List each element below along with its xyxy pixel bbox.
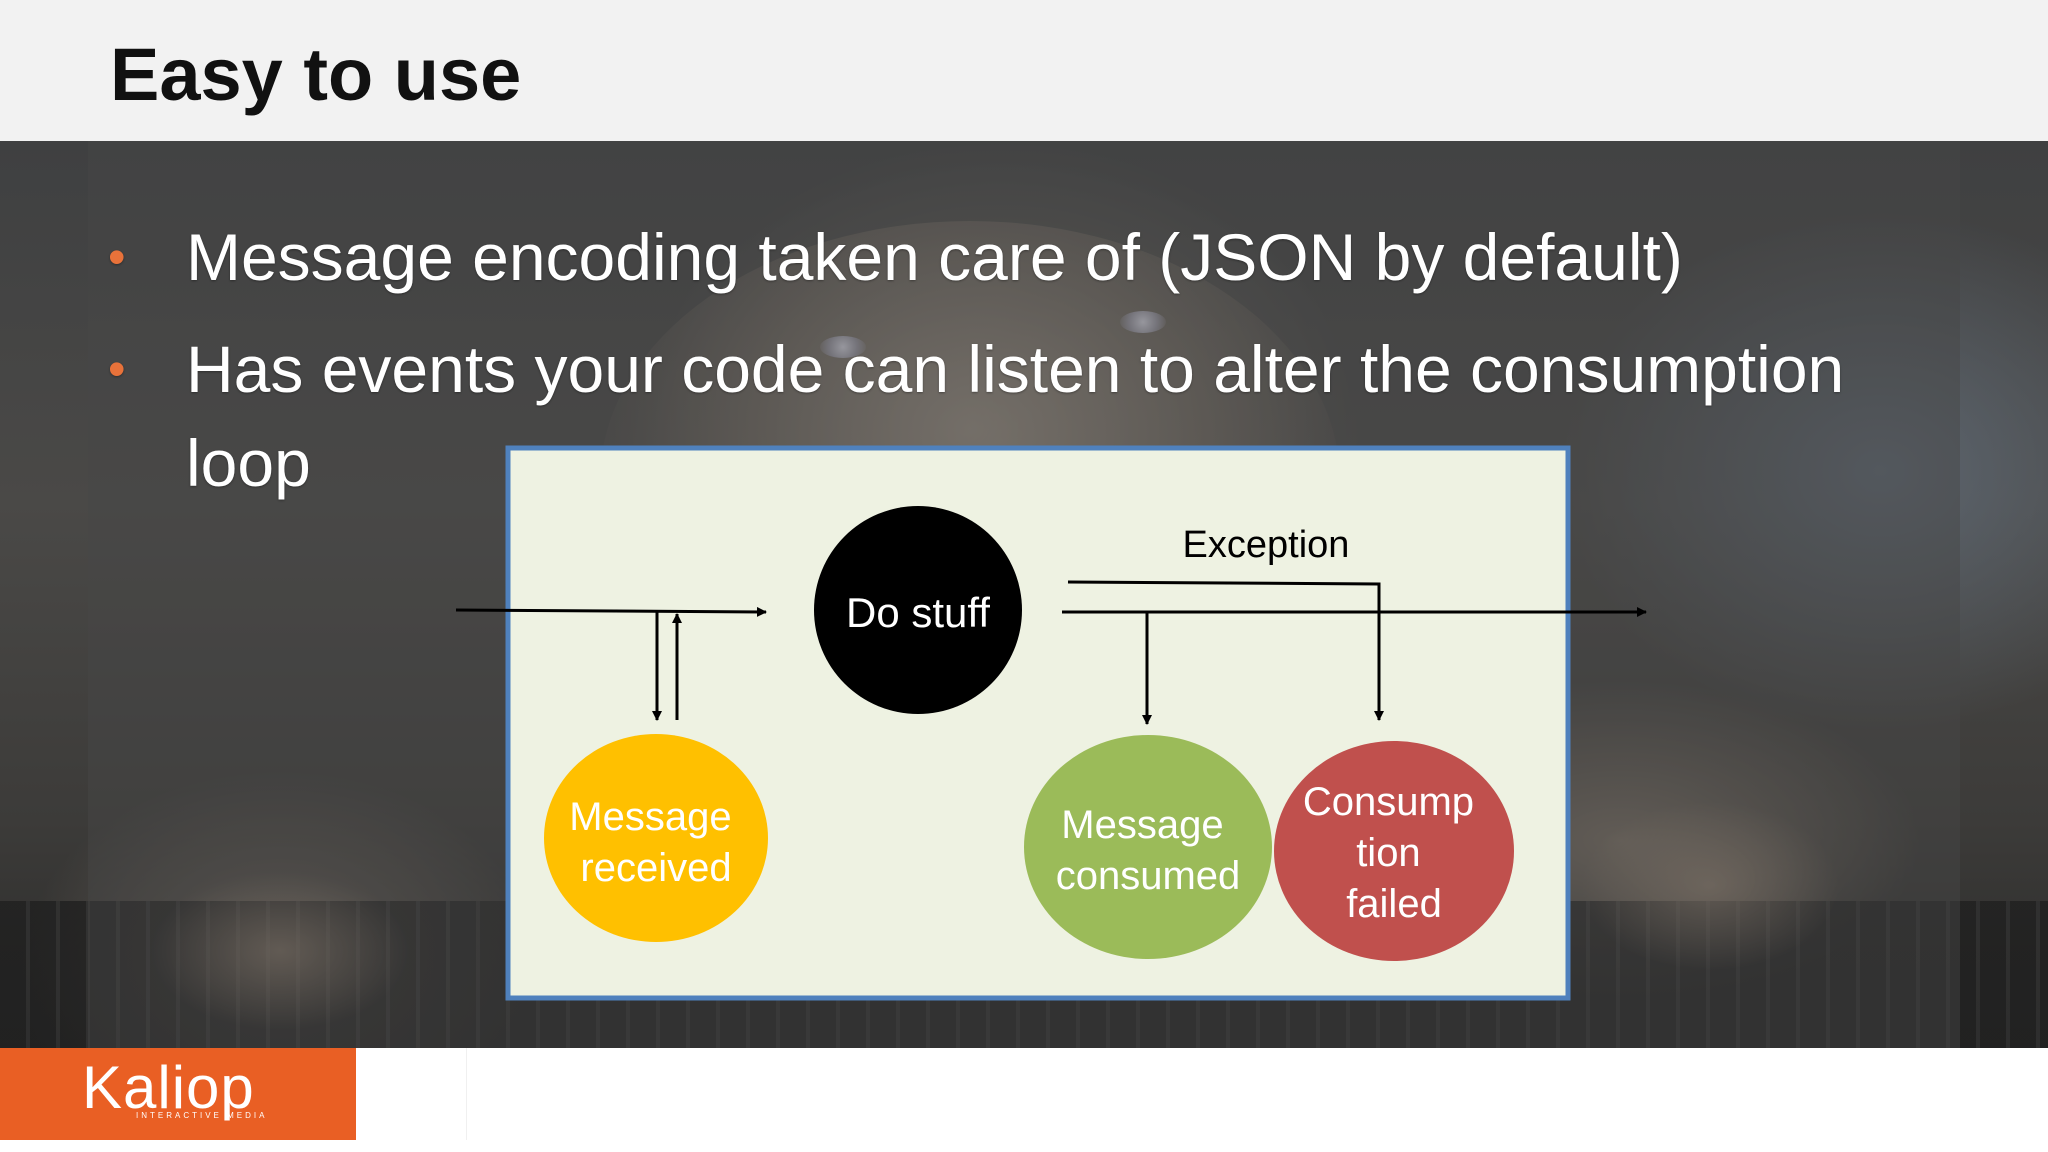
node-consumption-failed bbox=[1274, 741, 1514, 961]
bullet-text: Message encoding taken care of (JSON by … bbox=[186, 220, 1683, 294]
bullet-item: • Has events your code can listen to alt… bbox=[108, 322, 1928, 510]
dog-eye-left bbox=[820, 336, 866, 358]
slide-title: Easy to use bbox=[110, 33, 522, 116]
bullet-dot-icon: • bbox=[108, 341, 126, 397]
node-do-stuff-label: Do stuff bbox=[846, 589, 990, 636]
bullet-text: Has events your code can listen to alter… bbox=[186, 332, 1845, 500]
node-message-consumed bbox=[1024, 735, 1272, 959]
bullet-dot-icon: • bbox=[108, 229, 126, 285]
node-consumption-failed-label: Consump tion failed bbox=[1303, 780, 1485, 926]
dog-paw-left bbox=[150, 871, 410, 1031]
kaliop-logo: Kaliop bbox=[82, 1054, 255, 1121]
title-bar: Easy to use bbox=[0, 0, 2048, 141]
node-message-received bbox=[544, 734, 768, 942]
dog-eye-right bbox=[1120, 311, 1166, 333]
node-message-received-label: Message received bbox=[569, 795, 742, 890]
exception-label: Exception bbox=[1183, 524, 1350, 566]
logo-box bbox=[0, 1048, 356, 1140]
logo-tagline: INTERACTIVE MEDIA bbox=[136, 1111, 268, 1120]
dog-paw-right bbox=[1580, 801, 1840, 971]
footer-divider bbox=[466, 1048, 467, 1140]
exception-arrow bbox=[1067, 580, 1384, 721]
bullet-list: • Message encoding taken care of (JSON b… bbox=[108, 210, 1928, 528]
flow-arrow-in bbox=[455, 606, 767, 617]
node-message-consumed-label: Message consumed bbox=[1056, 803, 1241, 898]
bullet-item: • Message encoding taken care of (JSON b… bbox=[108, 210, 1928, 304]
node-do-stuff bbox=[814, 506, 1022, 714]
